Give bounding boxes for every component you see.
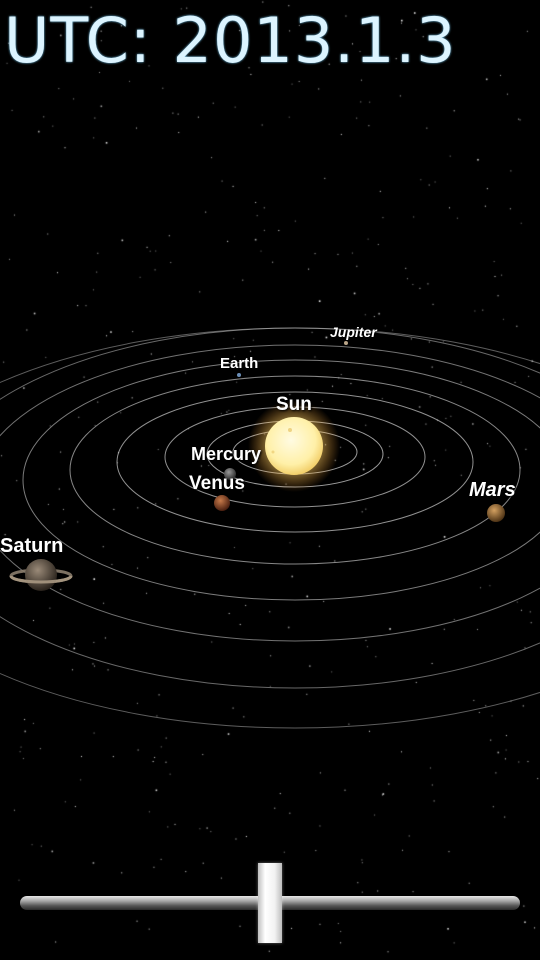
orbit-neptune	[0, 327, 540, 689]
orbit-rings	[0, 327, 540, 729]
orbit-outer	[0, 327, 540, 729]
planet-label-saturn: Saturn	[0, 535, 64, 557]
slider-thumb[interactable]	[258, 863, 282, 943]
planet-label-mars: Mars	[469, 479, 516, 501]
planet-label-earth: Earth	[220, 355, 259, 372]
mercury-planet[interactable]	[224, 468, 236, 480]
time-slider[interactable]	[20, 863, 520, 943]
mars-planet[interactable]	[487, 504, 505, 522]
planet-label-venus: Venus	[189, 473, 245, 494]
venus-planet[interactable]	[214, 495, 230, 511]
planet-label-sun: Sun	[276, 394, 312, 415]
jupiter-planet[interactable]	[344, 341, 348, 345]
planet-label-mercury: Mercury	[191, 444, 262, 464]
orbit-mars	[116, 391, 474, 533]
orbit-jupiter	[69, 375, 521, 565]
saturn-planet[interactable]	[9, 559, 73, 591]
planet-label-jupiter: Jupiter	[330, 324, 377, 340]
earth-planet[interactable]	[237, 373, 241, 377]
orbit-saturn	[22, 359, 540, 601]
orbit-uranus	[0, 344, 540, 642]
sun[interactable]	[248, 400, 340, 492]
utc-date-display: UTC: 2013.1.3	[4, 4, 457, 77]
